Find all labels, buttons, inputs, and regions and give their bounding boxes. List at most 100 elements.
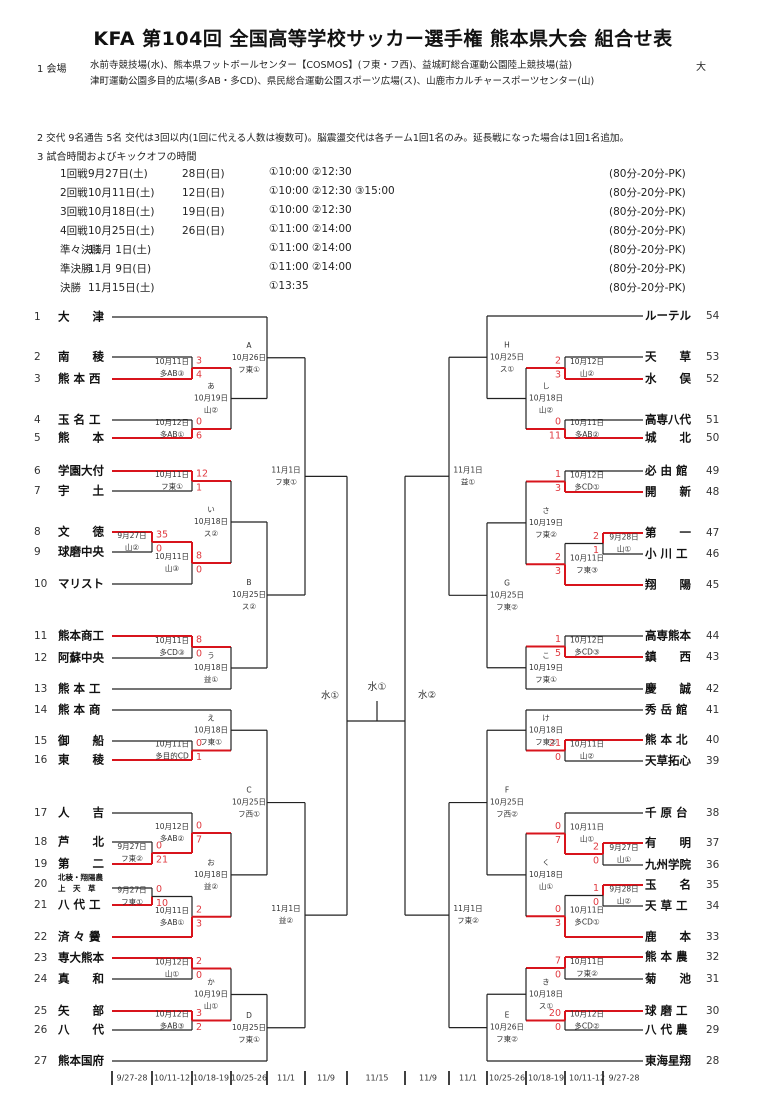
team-seed-number: 4 — [34, 414, 41, 426]
match-info: 10月19日 — [194, 990, 228, 999]
match-score: 35 — [156, 530, 168, 541]
match-info: 山① — [580, 834, 594, 844]
match-score: 2 — [196, 904, 202, 915]
team-seed-number: 43 — [706, 651, 719, 663]
team-name: 熊 本 農 — [645, 950, 688, 964]
match-score: 3 — [196, 1008, 202, 1019]
team-name: 南 稜 — [58, 350, 104, 364]
match-info: フ東② — [457, 915, 479, 925]
match-info: お — [207, 858, 215, 867]
schedule-format: (80分-20分-PK) — [609, 206, 686, 218]
team-name: 千 原 台 — [645, 806, 688, 820]
match-score: 11 — [549, 431, 561, 442]
match-score: 0 — [593, 856, 599, 867]
match-score: 3 — [555, 483, 561, 494]
match-info: 多CD③ — [574, 647, 600, 657]
match-info: フ西② — [496, 810, 518, 819]
team-seed-number: 49 — [706, 465, 719, 477]
match-info: 10月18日 — [529, 870, 563, 879]
match-info: 10月18日 — [529, 989, 563, 998]
match-score: 1 — [593, 545, 599, 556]
team-seed-number: 24 — [34, 973, 48, 985]
match-info: 山② — [617, 896, 631, 906]
schedule-round: 準々決勝 — [60, 244, 102, 256]
team-name: 上 天 草 — [58, 883, 96, 893]
match-info: 9月27日 — [117, 886, 146, 895]
schedule-kickoff-times: ①11:00 ②14:00 — [269, 223, 352, 235]
match-info: フ東② — [535, 736, 557, 746]
schedule-kickoff-times: ①11:00 ②14:00 — [269, 261, 352, 273]
match-info: フ東① — [238, 1034, 260, 1044]
team-seed-number: 37 — [706, 837, 719, 849]
semifinal-venue: 水① — [321, 689, 339, 701]
semifinal-venue: 水② — [418, 689, 436, 701]
match-score: 0 — [196, 565, 202, 576]
match-info: 多AB① — [160, 429, 185, 439]
match-info: フ東① — [238, 364, 260, 374]
schedule-date: 11月 9日(日) — [88, 263, 152, 275]
match-info: ス② — [242, 602, 256, 611]
team-seed-number: 54 — [706, 310, 720, 322]
team-name: 宇 土 — [58, 484, 104, 498]
match-info: 10月11日 — [155, 636, 189, 645]
footer-round-date: 9/27-28 — [116, 1074, 147, 1083]
team-name: 有 明 — [645, 836, 691, 850]
match-score: 0 — [555, 821, 561, 832]
team-seed-number: 45 — [706, 579, 719, 591]
match-info: 10月11日 — [570, 740, 604, 749]
schedule-date: 11月 1日(土) — [88, 244, 152, 256]
match-info: 山② — [580, 368, 594, 378]
team-seed-number: 52 — [706, 373, 719, 385]
schedule-date-2: 28日(日) — [182, 168, 225, 180]
match-info: 10月12日 — [155, 1010, 189, 1019]
match-info: き — [542, 977, 550, 986]
team-name: マリスト — [58, 577, 104, 591]
team-name: 慶 誠 — [645, 682, 691, 696]
match-score: 2 — [555, 356, 561, 367]
match-info: 益① — [461, 476, 475, 486]
match-info: 山② — [204, 405, 218, 415]
team-name: 秀 岳 館 — [644, 703, 688, 717]
team-name: 鹿 本 — [645, 930, 691, 944]
match-info: 10月19日 — [529, 518, 563, 527]
schedule-round: 準決勝 — [60, 263, 92, 275]
match-info: 9月27日 — [609, 843, 638, 852]
venues-line-1-tail: 大 — [696, 62, 706, 73]
match-info: 10月19日 — [529, 663, 563, 672]
match-score: 0 — [156, 841, 162, 852]
match-score: 0 — [196, 417, 202, 428]
team-seed-number: 46 — [706, 548, 720, 560]
match-info: 多AB① — [160, 917, 185, 927]
team-seed-number: 42 — [706, 683, 719, 695]
team-seed-number: 14 — [34, 704, 48, 716]
match-score: 3 — [555, 918, 561, 929]
team-name: 熊本商工 — [58, 629, 104, 643]
team-seed-number: 18 — [34, 836, 47, 848]
match-score: 8 — [196, 551, 202, 562]
match-info: 10月11日 — [155, 470, 189, 479]
match-info: 10月11日 — [570, 418, 604, 427]
match-info: 山① — [617, 544, 631, 554]
team-name: 第 二 — [58, 857, 104, 871]
team-name: 熊 本 西 — [58, 372, 101, 386]
team-seed-number: 48 — [706, 486, 719, 498]
match-score: 3 — [555, 370, 561, 381]
match-info: H — [504, 340, 510, 349]
match-info: フ東② — [496, 601, 518, 611]
match-score: 1 — [593, 883, 599, 894]
team-seed-number: 3 — [34, 373, 41, 385]
match-info: け — [542, 713, 550, 722]
footer-round-date: 11/15 — [365, 1074, 388, 1083]
match-info: こ — [542, 651, 550, 660]
match-info: 10月18日 — [529, 725, 563, 734]
team-name: 東 稜 — [58, 753, 104, 767]
footer-round-date: 10/25-26 — [231, 1074, 267, 1083]
team-name: 熊 本 — [58, 431, 104, 445]
team-seed-number: 31 — [706, 973, 719, 985]
footer-round-date: 11/1 — [277, 1074, 295, 1083]
team-seed-number: 33 — [706, 931, 719, 943]
team-name: 玉 名 工 — [58, 413, 101, 427]
match-info: 10月11日 — [570, 553, 604, 562]
match-info: 山① — [617, 854, 631, 864]
match-score: 4 — [196, 370, 202, 381]
